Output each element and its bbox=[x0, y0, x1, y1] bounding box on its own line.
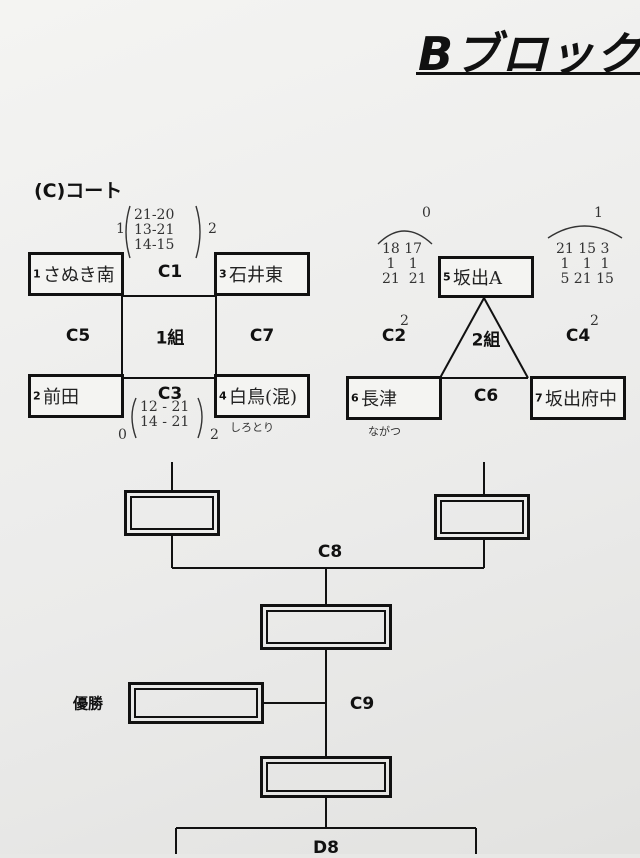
team-name: 坂出A bbox=[453, 268, 502, 289]
court-d8-label: D8 bbox=[313, 838, 339, 858]
team-name: 長津 bbox=[361, 389, 397, 410]
team-box-5: 5 坂出A bbox=[438, 256, 534, 298]
team-number: 4 bbox=[219, 389, 227, 403]
final-slot-top bbox=[260, 604, 392, 650]
champion-slot bbox=[128, 682, 264, 724]
c1-score-note: 21-20 13-21 14-15 bbox=[134, 207, 175, 253]
court-c9-label: C9 bbox=[349, 694, 375, 714]
c4-score-note: 21 15 3 1 1 1 5 21 15 bbox=[556, 241, 614, 287]
court-c5-label: C5 bbox=[65, 326, 91, 346]
c3-left-note: 0 bbox=[118, 427, 127, 443]
team-box-2: 2 前田 bbox=[28, 374, 124, 418]
team-box-3: 3 石井東 bbox=[214, 252, 310, 296]
champion-label: 優勝 bbox=[72, 694, 104, 713]
team-box-1: 1 さぬき南 bbox=[28, 252, 124, 296]
group-2-label: 2組 bbox=[471, 330, 501, 351]
team-name: さぬき南 bbox=[43, 265, 115, 286]
team-number: 6 bbox=[351, 391, 359, 405]
team-number: 3 bbox=[219, 267, 227, 281]
court-c3-label: C3 bbox=[157, 384, 183, 404]
c2-top-note: 0 bbox=[422, 205, 431, 221]
semifinal-slot-left bbox=[124, 490, 220, 536]
group-1-label: 1組 bbox=[155, 328, 185, 349]
c3-score-note: 12 - 21 14 - 21 bbox=[140, 399, 190, 430]
team-name: 石井東 bbox=[229, 265, 283, 286]
team-number: 1 bbox=[33, 267, 41, 281]
team-name: 前田 bbox=[43, 387, 79, 408]
team-box-6: 6 長津 bbox=[346, 376, 442, 420]
team-name: 坂出府中 bbox=[545, 389, 617, 410]
team-number: 5 bbox=[443, 270, 451, 284]
team6-reading-note: ながつ bbox=[368, 425, 401, 438]
c4-top-note: 1 bbox=[594, 205, 603, 221]
c1-left-note: 1 bbox=[116, 221, 125, 237]
c4-mark-note: 2 bbox=[590, 313, 599, 329]
c3-right-note: 2 bbox=[210, 427, 219, 443]
team-number: 7 bbox=[535, 391, 543, 405]
team-number: 2 bbox=[33, 389, 41, 403]
court-c4-label: C4 bbox=[565, 326, 591, 346]
court-c7-label: C7 bbox=[249, 326, 275, 346]
court-label: (C)コート bbox=[34, 180, 123, 202]
court-c6-label: C6 bbox=[473, 386, 499, 406]
court-c8-label: C8 bbox=[317, 542, 343, 562]
team-box-4: 4 白鳥(混) bbox=[214, 374, 310, 418]
title-underline bbox=[416, 72, 640, 75]
c1-right-note: 2 bbox=[208, 221, 217, 237]
semifinal-slot-right bbox=[434, 494, 530, 540]
team-name: 白鳥(混) bbox=[229, 387, 298, 408]
final-slot-bottom bbox=[260, 756, 392, 798]
c2-mark-note: 2 bbox=[400, 313, 409, 329]
court-c2-label: C2 bbox=[381, 326, 407, 346]
c2-score-note: 18 17 1 1 21 21 bbox=[382, 241, 427, 287]
court-c1-label: C1 bbox=[157, 262, 183, 282]
team-box-7: 7 坂出府中 bbox=[530, 376, 626, 420]
team4-reading-note: しろとり bbox=[230, 421, 274, 434]
